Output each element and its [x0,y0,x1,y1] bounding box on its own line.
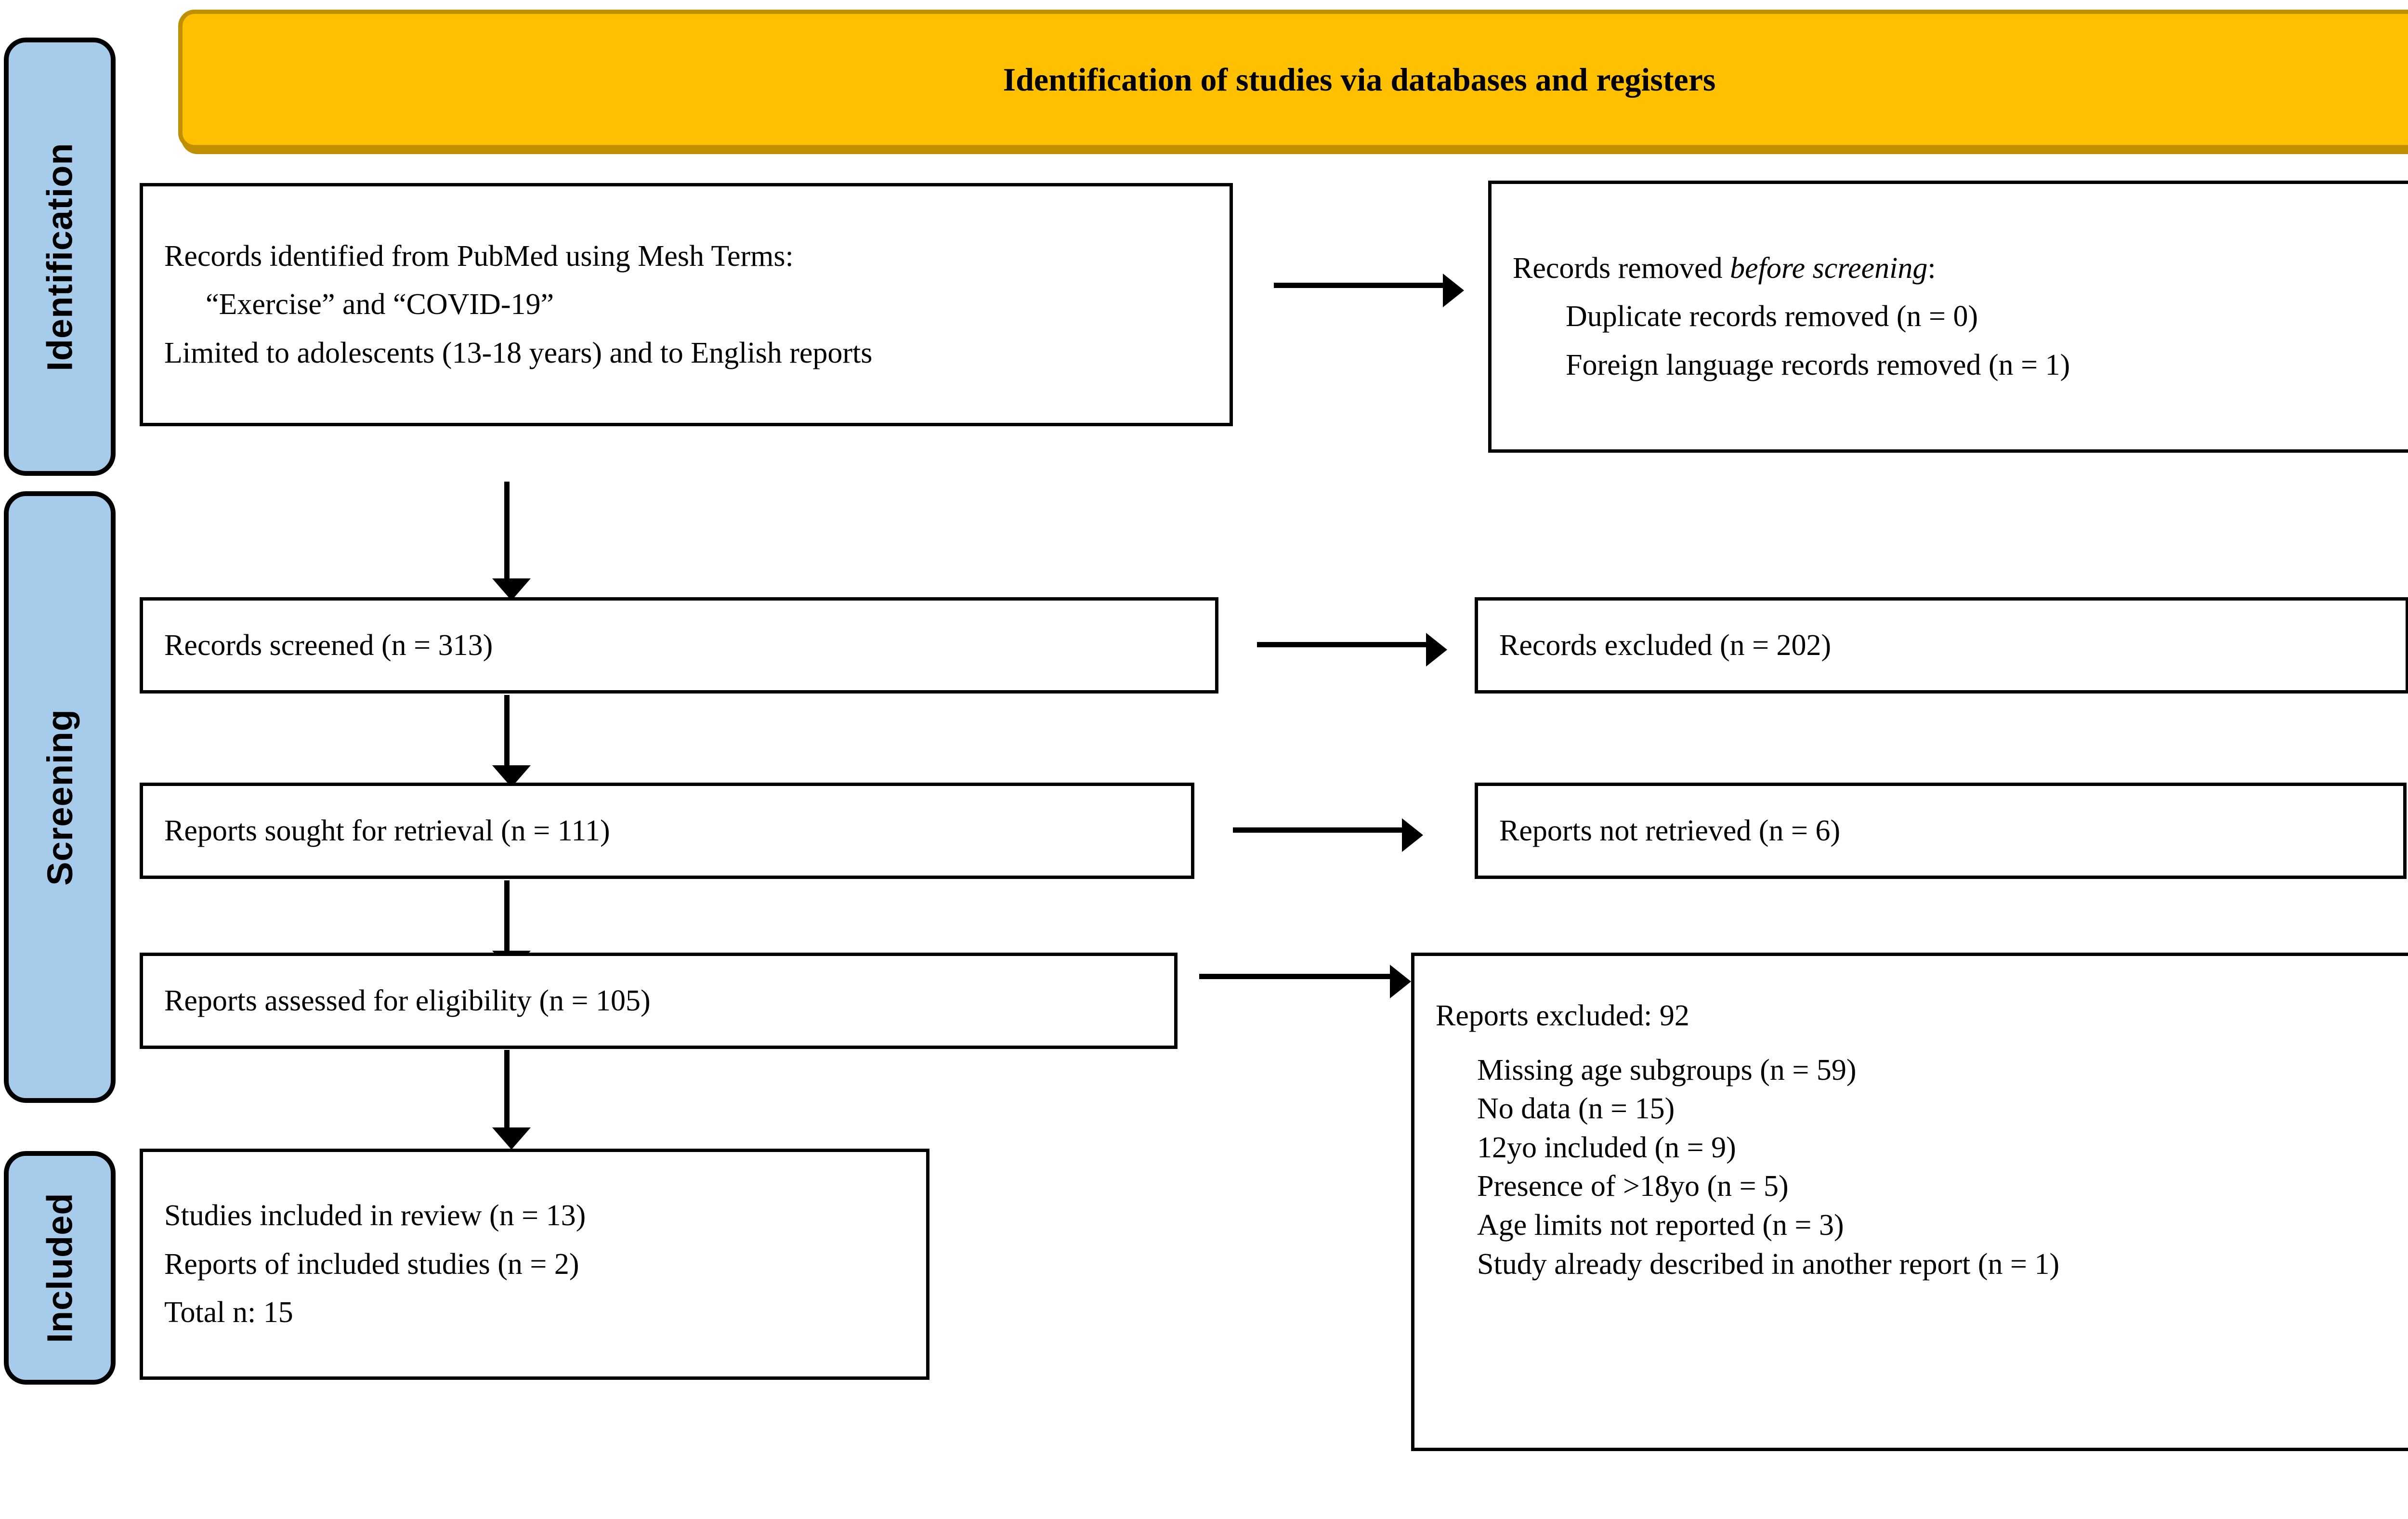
box-reports-sought: Reports sought for retrieval (n = 111) [140,783,1194,879]
reports-not-retrieved-line-1: Reports not retrieved (n = 6) [1499,814,1841,847]
box-records-screened: Records screened (n = 313) [140,597,1218,694]
records-removed-heading: Records removed before screening: [1513,244,2408,292]
records-screened-line-1: Records screened (n = 313) [164,629,493,662]
reports-excluded-reason-1: Missing age subgroups (n = 59) [1477,1053,1857,1087]
studies-included-line-2: Reports of included studies (n = 2) [164,1247,579,1281]
box-reports-assessed: Reports assessed for eligibility (n = 10… [140,953,1178,1049]
arrow-screened-to-excluded [1257,633,1447,667]
stage-tab-identification: Identification [4,38,116,476]
arrow-sought-to-not-retrieved [1233,818,1423,852]
stage-tab-screening-label: Screening [39,708,80,886]
arrow-screened-to-sought [492,695,531,787]
records-removed-line-2: Foreign language records removed (n = 1) [1566,348,2070,381]
arrow-identified-to-screened [492,482,531,601]
records-excluded-line-1: Records excluded (n = 202) [1499,629,1832,662]
records-identified-line-3: Limited to adolescents (13-18 years) and… [164,336,873,369]
box-reports-excluded: Reports excluded: 92 Missing age subgrou… [1411,953,2408,1451]
arrow-assessed-to-reports-excluded [1199,965,1411,998]
records-identified-line-2: “Exercise” and “COVID-19” [206,288,554,321]
reports-excluded-reason-6: Study already described in another repor… [1477,1247,2060,1281]
reports-assessed-line-1: Reports assessed for eligibility (n = 10… [164,984,651,1017]
studies-included-line-3: Total n: 15 [164,1296,293,1329]
stage-tab-screening: Screening [4,491,116,1103]
reports-excluded-heading: Reports excluded: 92 [1436,999,1689,1032]
records-removed-heading-suffix: : [1927,251,1936,285]
arrow-assessed-to-included [492,1050,531,1150]
reports-excluded-reason-5: Age limits not reported (n = 3) [1477,1208,1844,1242]
identification-banner-title: Identification of studies via databases … [1003,61,1716,98]
stage-tab-included-label: Included [39,1192,80,1343]
box-records-identified: Records identified from PubMed using Mes… [140,183,1233,426]
box-reports-not-retrieved: Reports not retrieved (n = 6) [1475,783,2407,879]
stage-tab-identification-label: Identification [39,142,80,371]
records-removed-heading-italic: before screening [1730,251,1928,285]
reports-excluded-reason-4: Presence of >18yo (n = 5) [1477,1170,1789,1203]
box-studies-included: Studies included in review (n = 13) Repo… [140,1149,929,1380]
reports-excluded-reason-2: No data (n = 15) [1477,1092,1675,1126]
records-removed-heading-prefix: Records removed [1513,251,1730,285]
reports-excluded-reason-3: 12yo included (n = 9) [1477,1131,1736,1164]
studies-included-line-1: Studies included in review (n = 13) [164,1199,586,1232]
identification-banner: Identification of studies via databases … [178,10,2408,149]
arrow-sought-to-assessed [492,880,531,973]
box-records-excluded: Records excluded (n = 202) [1475,597,2408,694]
reports-sought-line-1: Reports sought for retrieval (n = 111) [164,814,610,847]
records-identified-line-1: Records identified from PubMed using Mes… [164,239,794,273]
stage-tab-included: Included [4,1151,116,1385]
arrow-identified-to-removed [1274,274,1464,307]
box-records-removed: Records removed before screening: Duplic… [1488,181,2408,453]
records-removed-line-1: Duplicate records removed (n = 0) [1566,300,1978,333]
